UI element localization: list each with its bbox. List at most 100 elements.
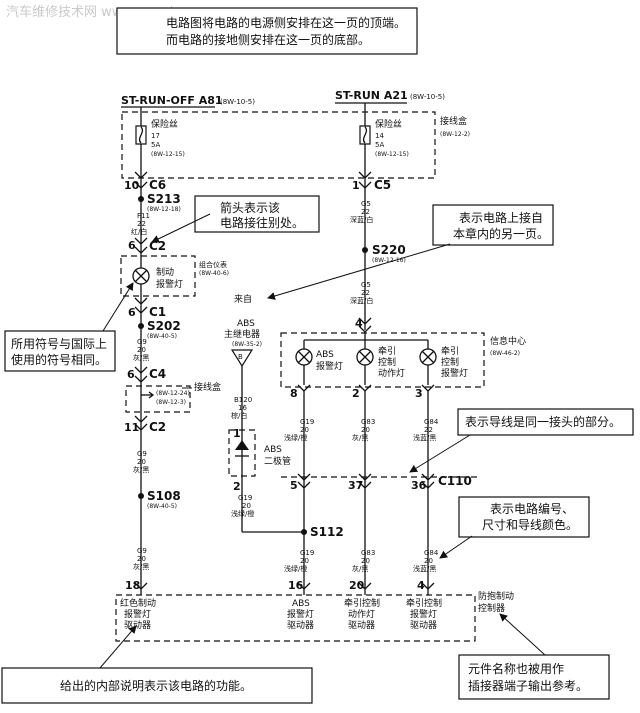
abs-relay-w-color: 棕/白 (231, 411, 247, 420)
c5-chevron-top (358, 171, 372, 179)
s108-ref: (8W-40-5) (147, 503, 177, 510)
diode-w-color: 浅绿/橙 (231, 509, 254, 518)
left-w3-color: 灰/黑 (133, 465, 149, 474)
callout-symbols-l2: 使用的符号相同。 (11, 352, 107, 367)
jb2-label: 接线盒 (194, 381, 221, 393)
mod-d3-l3: 驱动器 (348, 620, 375, 631)
callout-compname-l2: 插接器端子输出参考。 (468, 678, 588, 693)
mod-d1-l3: 驱动器 (124, 620, 151, 631)
mod-d2-l3: 驱动器 (287, 620, 314, 631)
low-b-size: 20 (361, 557, 370, 565)
lamp1-pin: 8 (290, 387, 298, 400)
abs-relay-w: B120 (234, 396, 252, 404)
top-callout-line2: 而电路的接地侧安排在这一页的底部。 (166, 32, 370, 47)
left-w3-code: G9 (137, 450, 147, 458)
c2b-pin: 11 (124, 421, 139, 434)
fuse-left-element (138, 126, 144, 144)
c1-chevron-bot (134, 306, 148, 314)
callout-compname-box (458, 654, 610, 700)
top-callout-line1: 电路图将电路的电源侧安排在这一页的顶端。 (166, 15, 406, 30)
left-w2-size: 20 (137, 346, 146, 354)
c4-label: C4 (149, 367, 166, 381)
c5-pin: 1 (352, 179, 360, 192)
fuse-left-ref: (8W-12-15) (151, 151, 185, 158)
callout-samewire-text: 表示导线是同一接头的部分。 (465, 414, 621, 429)
c6-label: C6 (149, 178, 166, 192)
mid-b-code: G83 (361, 418, 375, 426)
callout-arrow-box (194, 195, 320, 233)
module-label-l1: 防抱制动 (478, 590, 514, 602)
s213-ref: (8W-12-18) (147, 206, 181, 213)
callout-arrow-pointer (151, 213, 211, 243)
fusebox-label: 接线盒 (440, 115, 467, 127)
abs-relay-name-l1: ABS (237, 319, 255, 329)
mod-chev4 (421, 582, 435, 590)
callout-page-box (432, 204, 554, 246)
cluster-ref: (8W-40-6) (199, 270, 229, 277)
c5-label: C5 (374, 178, 391, 192)
callout-internal-pointer (99, 625, 137, 669)
right-w1-color: 深蓝/白 (350, 215, 373, 224)
c1-label: C1 (149, 305, 166, 319)
mod-d4-l1: 牵引控制 (406, 597, 442, 609)
abs-relay-from: 来自 (234, 293, 252, 305)
mod-pin4: 4 (417, 579, 425, 592)
s202-ref: (8W-40-5) (147, 333, 177, 340)
lamp3-pin-chevron (421, 384, 435, 392)
lamp3-cross (421, 350, 435, 364)
diode-w: G19 (238, 494, 252, 502)
mid-c-color: 浅蓝/黑 (413, 433, 436, 442)
right-conn-chevron-top (358, 317, 372, 325)
jb2-outline (125, 385, 191, 413)
fuse-right-element (362, 126, 368, 144)
c4-chevron-top (134, 366, 148, 374)
low-a-code: G19 (300, 549, 314, 557)
mod-d4-l2: 报警灯 (410, 608, 437, 620)
left-w1-size: 22 (137, 220, 146, 228)
mod-d3-l2: 动作灯 (348, 608, 375, 620)
callout-page-l1: 表示电路上接自 (459, 210, 543, 225)
lamp3-l2: 控制 (441, 356, 459, 368)
fuse-right-title: 保险丝 (375, 118, 402, 130)
low-c-code: G84 (424, 549, 439, 557)
left-w4-size: 20 (137, 555, 146, 563)
lamp3-l3: 报警灯 (441, 367, 468, 379)
fuse-right-ref: (8W-12-15) (375, 151, 409, 158)
diode-w-size: 20 (242, 502, 251, 510)
right-w1-size: 22 (361, 208, 370, 216)
low-b-color: 灰/黑 (352, 564, 368, 573)
callout-page-l2: 本章内的另一页。 (453, 226, 549, 241)
c6-chevron-top (134, 171, 148, 179)
s108-label: S108 (147, 489, 181, 503)
abs-relay-name-l2: 主继电器 (224, 328, 260, 340)
c6-pin: 10 (124, 179, 140, 192)
s108-dot (138, 493, 144, 499)
info-center-outline (280, 332, 485, 388)
power-right-ref: (8W-10-5) (410, 93, 445, 101)
callout-samewire-box (457, 408, 634, 436)
c4-pin: 6 (127, 368, 135, 381)
c110-chev1b (297, 481, 311, 489)
c110-label: C110 (438, 474, 472, 488)
diode-pin-bot: 2 (233, 480, 241, 493)
lamp2-l3: 动作灯 (378, 367, 405, 379)
s213-label: S213 (147, 192, 181, 206)
callout-arrow-l1: 箭头表示该 (220, 200, 280, 215)
callout-wireinfo-l1: 表示电路编号、 (490, 501, 574, 516)
lamp1-l1: ABS (316, 350, 334, 360)
lamp2-cross (358, 350, 372, 364)
brake-lamp-cross (134, 269, 148, 283)
mod-chev3 (358, 582, 372, 590)
c2b-label: C2 (149, 420, 166, 434)
module-outline (115, 594, 476, 642)
lamp2-l1: 牵引 (378, 346, 396, 357)
callout-wireinfo-pointer (439, 535, 473, 559)
right-w2-size: 22 (361, 289, 370, 297)
c110-pin1: 5 (290, 479, 298, 492)
lamp2-pin-chevron (358, 384, 372, 392)
left-w1-color: 红/白 (131, 227, 147, 236)
mod-d1-l2: 报警灯 (124, 608, 151, 620)
c4-chevron-bot (134, 375, 148, 383)
diode-outline (228, 429, 256, 477)
